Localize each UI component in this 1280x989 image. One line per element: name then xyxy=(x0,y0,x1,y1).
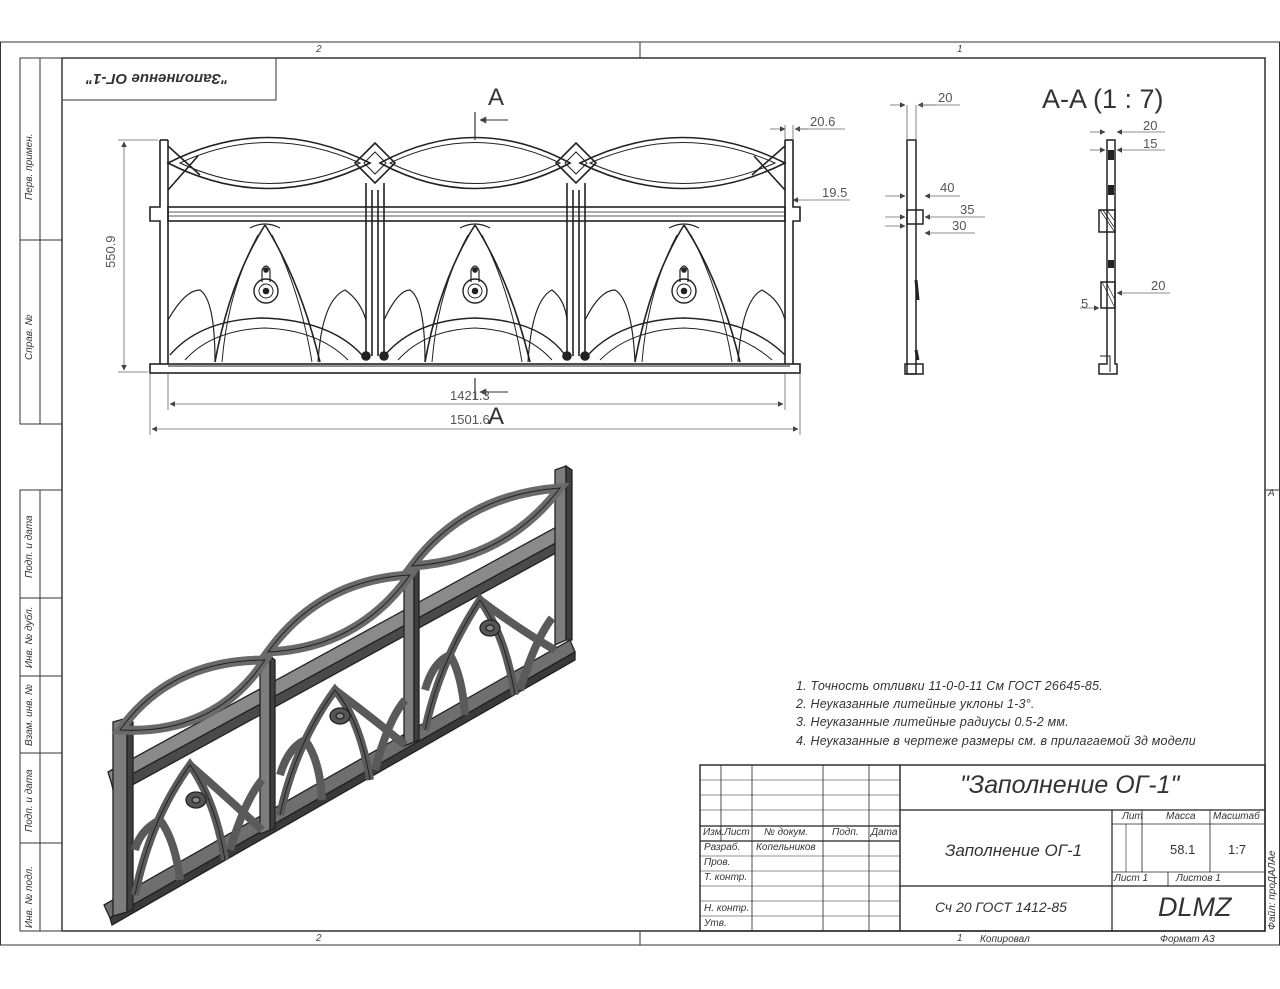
stamp-vzam-inv: Взам. инв. № xyxy=(24,684,35,746)
zone-bottom-2: 2 xyxy=(316,933,322,944)
zone-right-a: A xyxy=(1268,488,1275,499)
mirrored-title: "Заполнение ОГ-1" xyxy=(86,70,229,87)
tb-file: Файл: проДАЛАе xyxy=(1267,850,1278,930)
tb-scale-label: Масштаб xyxy=(1213,811,1260,822)
tb-role-utv: Утв. xyxy=(704,918,727,929)
section-letter-top: A xyxy=(488,84,505,111)
stamp-inv-dubl: Инв. № дубл. xyxy=(24,606,35,669)
tb-role-prov: Пров. xyxy=(704,857,731,868)
left-stamp xyxy=(19,57,63,932)
zone-bottom-1: 1 xyxy=(957,933,963,944)
front-dimensions xyxy=(118,125,850,435)
tb-role-nkontr: Н. контр. xyxy=(704,903,750,914)
section-dimensions xyxy=(1080,129,1170,311)
tb-mass-label: Масса xyxy=(1166,811,1196,822)
dim-side-30: 30 xyxy=(952,218,967,233)
stamp-perv-primen: Перв. примен. xyxy=(24,133,35,200)
dim-sec-5: 5 xyxy=(1081,296,1089,311)
dim-inner-width: 1421.3 xyxy=(450,388,490,403)
section-cut-line xyxy=(474,112,508,400)
dim-side-40: 40 xyxy=(940,180,955,195)
tb-h-data: Дата xyxy=(871,827,898,838)
dim-sec-20-mid: 20 xyxy=(1151,278,1166,293)
section-letter-bottom: A xyxy=(488,403,505,430)
tb-h-izm: Изм. xyxy=(703,827,725,838)
note-1: 1. Точность отливки 11-0-0-11 См ГОСТ 26… xyxy=(796,679,1103,693)
tb-sheet-label: Лист 1 xyxy=(1114,873,1149,884)
tb-sheets-label: Листов 1 xyxy=(1176,873,1221,884)
front-view xyxy=(149,136,801,374)
dim-overall-width: 1501.6 xyxy=(450,412,490,427)
tb-h-podp: Подп. xyxy=(832,827,859,838)
tb-h-list: Лист xyxy=(724,827,750,838)
dim-side-35: 35 xyxy=(960,202,975,217)
dim-side-20: 20 xyxy=(938,90,953,105)
isometric-view xyxy=(103,464,576,926)
dim-side-post: 19.5 xyxy=(822,185,848,200)
tb-role-tkontr: Т. контр. xyxy=(704,872,748,883)
tb-h-doc: № докум. xyxy=(764,827,809,838)
dim-top-post: 20.6 xyxy=(810,114,836,129)
inner-border xyxy=(61,57,1266,932)
dim-sec-20-top: 20 xyxy=(1143,118,1158,133)
tb-main-title: "Заполнение ОГ-1" xyxy=(960,771,1180,799)
stamp-podp-data-1: Подп. и дата xyxy=(24,515,35,578)
tb-developer: Копельников xyxy=(756,842,816,853)
stamp-podp-data-2: Подп. и дата xyxy=(24,769,35,832)
section-view xyxy=(1098,139,1118,375)
dim-sec-15: 15 xyxy=(1143,136,1158,151)
tb-company: DLMZ xyxy=(1158,892,1232,922)
zone-top-2: 2 xyxy=(316,44,322,55)
stamp-sprav-no: Справ. № xyxy=(24,314,35,360)
tb-scale: 1:7 xyxy=(1228,842,1247,857)
mirrored-title-box xyxy=(61,57,277,101)
tb-lit-label: Лит xyxy=(1122,811,1143,822)
dim-height: 550.9 xyxy=(103,235,118,268)
title-block-lines xyxy=(699,764,1266,932)
section-title: A-A (1 : 7) xyxy=(1042,84,1164,114)
stamp-inv-podl: Инв. № подл. xyxy=(24,865,35,928)
side-dimensions xyxy=(885,102,985,236)
tb-name: Заполнение ОГ-1 xyxy=(945,841,1083,860)
tb-mass: 58.1 xyxy=(1170,842,1196,857)
tb-format: Формат А3 xyxy=(1160,934,1215,945)
note-4: 4. Неуказанные в чертеже размеры см. в п… xyxy=(796,734,1196,748)
tb-copied: Копировал xyxy=(980,934,1030,945)
side-view xyxy=(904,139,924,375)
tb-role-razrab: Разраб. xyxy=(704,842,741,853)
zone-top-1: 1 xyxy=(957,44,963,55)
note-2: 2. Неуказанные литейные уклоны 1-3°. xyxy=(796,697,1035,711)
note-3: 3. Неуказанные литейные радиусы 0.5-2 мм… xyxy=(796,715,1069,729)
tb-material: Сч 20 ГОСТ 1412-85 xyxy=(935,899,1067,915)
